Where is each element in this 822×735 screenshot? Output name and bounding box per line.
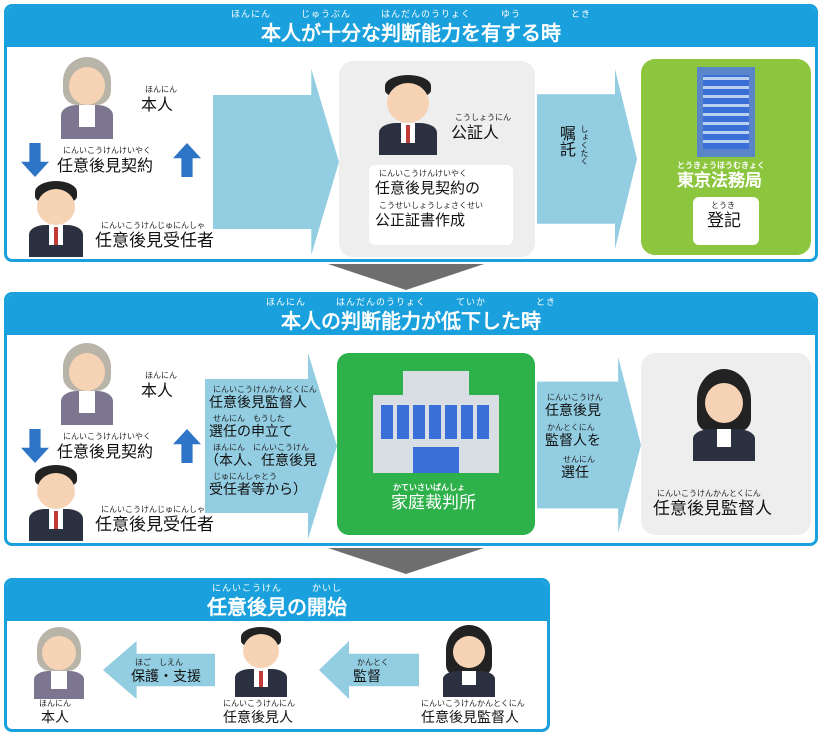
petition-line-4: 受任者等から） [209, 482, 307, 498]
deed-line-1: 任意後見契約の [375, 179, 481, 197]
protect-ruby: ほご しえん [135, 658, 183, 667]
supervise-ruby: かんとく [357, 658, 389, 667]
contract-label: 任意後見契約 [57, 442, 154, 461]
principal-label: 本人 [141, 95, 174, 114]
supervisor-label: 任意後見監督人 [653, 499, 772, 519]
arrow-up-icon [173, 429, 201, 463]
petition-ruby-2: せんにん もうした [213, 414, 285, 423]
bureau-card: とうきょうほうむきょく 東京法務局 とうき 登記 [641, 59, 811, 255]
flow-arrow-2-icon [328, 548, 484, 574]
supervisor-card: にんいこうけんかんとくにん 任意後見監督人 [641, 353, 811, 535]
trustee-label: 任意後見受任者 [95, 231, 214, 251]
supervisor-illustration [693, 369, 755, 461]
court-building-icon [373, 371, 499, 473]
arrow-up-icon [173, 143, 201, 177]
section-title-ruby: にんいこうけん かいし [211, 584, 342, 594]
notary-ruby: こうしょうにん [455, 113, 511, 122]
select-ruby-3: せんにん [563, 455, 595, 464]
petition-ruby-1: にんいこうけんかんとくにん [213, 385, 317, 394]
deed-line-2: 公正証書作成 [375, 211, 466, 229]
principal-ruby: ほんにん [145, 85, 177, 94]
petition-ruby-3: ほんにん にんいこうけん [213, 443, 309, 452]
bureau-label: 東京法務局 [677, 171, 762, 191]
building-icon [697, 67, 755, 157]
guardian-label: 任意後見人 [223, 710, 293, 726]
principal-ruby: ほんにん [39, 699, 71, 708]
deed-ruby-1: にんいこうけんけいやく [379, 169, 467, 178]
guardian-ruby: にんいこうけんにん [223, 699, 295, 708]
court-card: かていさいばんしょ 家庭裁判所 [337, 353, 535, 535]
supervisor-ruby: にんいこうけんかんとくにん [421, 699, 525, 708]
supervisor-illustration [443, 625, 495, 697]
principal-illustration [57, 343, 117, 425]
petition-line-3: （本人、任意後見 [205, 453, 317, 469]
petition-ruby-4: じゅにんしゃとう [213, 472, 277, 481]
section-header: ほんにん はんだんのうりょく ていか とき 本人の判断能力が低下した時 [7, 295, 815, 335]
section-title-ruby: ほんにん じゅうぶん はんだんのうりょく ゆう とき [230, 10, 591, 20]
registration-label: 登記 [707, 211, 741, 231]
court-label: 家庭裁判所 [391, 493, 476, 513]
principal-ruby: ほんにん [145, 371, 177, 380]
section-header: ほんにん じゅうぶん はんだんのうりょく ゆう とき 本人が十分な判断能力を有す… [7, 7, 815, 47]
trustee-label: 任意後見受任者 [95, 515, 214, 535]
commission-ruby: しょくたく [580, 125, 589, 165]
bureau-ruby: とうきょうほうむきょく [677, 161, 765, 170]
section-title: 本人の判断能力が低下した時 [281, 309, 541, 333]
trustee-ruby: にんいこうけんじゅにんしゃ [101, 221, 205, 230]
contract-label: 任意後見契約 [57, 156, 154, 175]
guardian-illustration [235, 627, 287, 697]
flow-arrow-1-icon [328, 264, 484, 290]
section-guardianship-start: にんいこうけん かいし 任意後見の開始 ほんにん 本人 ほご しえん 保護・支援… [4, 578, 550, 732]
supervise-label: 監督 [353, 669, 381, 685]
select-line-2: 監督人を [545, 433, 601, 449]
section-title-ruby: ほんにん はんだんのうりょく ていか とき [265, 298, 556, 308]
select-ruby-2: かんとくにん [547, 423, 595, 432]
registration-box [693, 197, 759, 245]
arrow-to-notary-icon [213, 69, 339, 255]
court-ruby: かていさいばんしょ [393, 483, 465, 492]
deed-box [369, 165, 513, 245]
section-title: 任意後見の開始 [207, 595, 347, 619]
protect-label: 保護・支援 [131, 669, 201, 685]
contract-ruby: にんいこうけんけいやく [63, 432, 151, 441]
trustee-ruby: にんいこうけんじゅにんしゃ [101, 505, 205, 514]
section-reduced-capacity: ほんにん はんだんのうりょく ていか とき 本人の判断能力が低下した時 ほんにん… [4, 292, 818, 546]
select-line-1: 任意後見 [545, 403, 601, 419]
arrow-down-icon [21, 143, 49, 177]
principal-label: 本人 [141, 381, 174, 400]
registration-ruby: とうき [711, 201, 735, 210]
petition-line-1: 任意後見監督人 [209, 395, 307, 411]
section-sufficient-capacity: ほんにん じゅうぶん はんだんのうりょく ゆう とき 本人が十分な判断能力を有す… [4, 4, 818, 262]
select-line-3: 選任 [561, 465, 589, 481]
trustee-illustration [29, 465, 83, 541]
commission-label: 嘱託 [557, 125, 576, 157]
petition-line-2: 選任の申立て [209, 424, 293, 440]
arrow-to-court-icon [205, 353, 337, 539]
principal-label: 本人 [41, 710, 69, 726]
arrow-down-icon [21, 429, 49, 463]
notary-label: 公証人 [451, 123, 500, 142]
principal-illustration [57, 57, 117, 139]
contract-ruby: にんいこうけんけいやく [63, 146, 151, 155]
section-header: にんいこうけん かいし 任意後見の開始 [7, 581, 547, 621]
principal-illustration [31, 627, 87, 699]
deed-ruby-2: こうせいしょうしょさくせい [379, 201, 483, 210]
section-title: 本人が十分な判断能力を有する時 [261, 21, 561, 45]
arrow-to-bureau-icon [537, 69, 637, 249]
select-ruby-1: にんいこうけん [547, 393, 603, 402]
trustee-illustration [29, 181, 83, 257]
notary-card: こうしょうにん 公証人 にんいこうけんけいやく 任意後見契約の こうせいしょうし… [339, 61, 535, 257]
arrow-to-supervisor-icon [537, 357, 641, 533]
supervisor-label: 任意後見監督人 [421, 710, 519, 726]
notary-illustration [379, 75, 437, 155]
supervisor-ruby: にんいこうけんかんとくにん [657, 489, 761, 498]
